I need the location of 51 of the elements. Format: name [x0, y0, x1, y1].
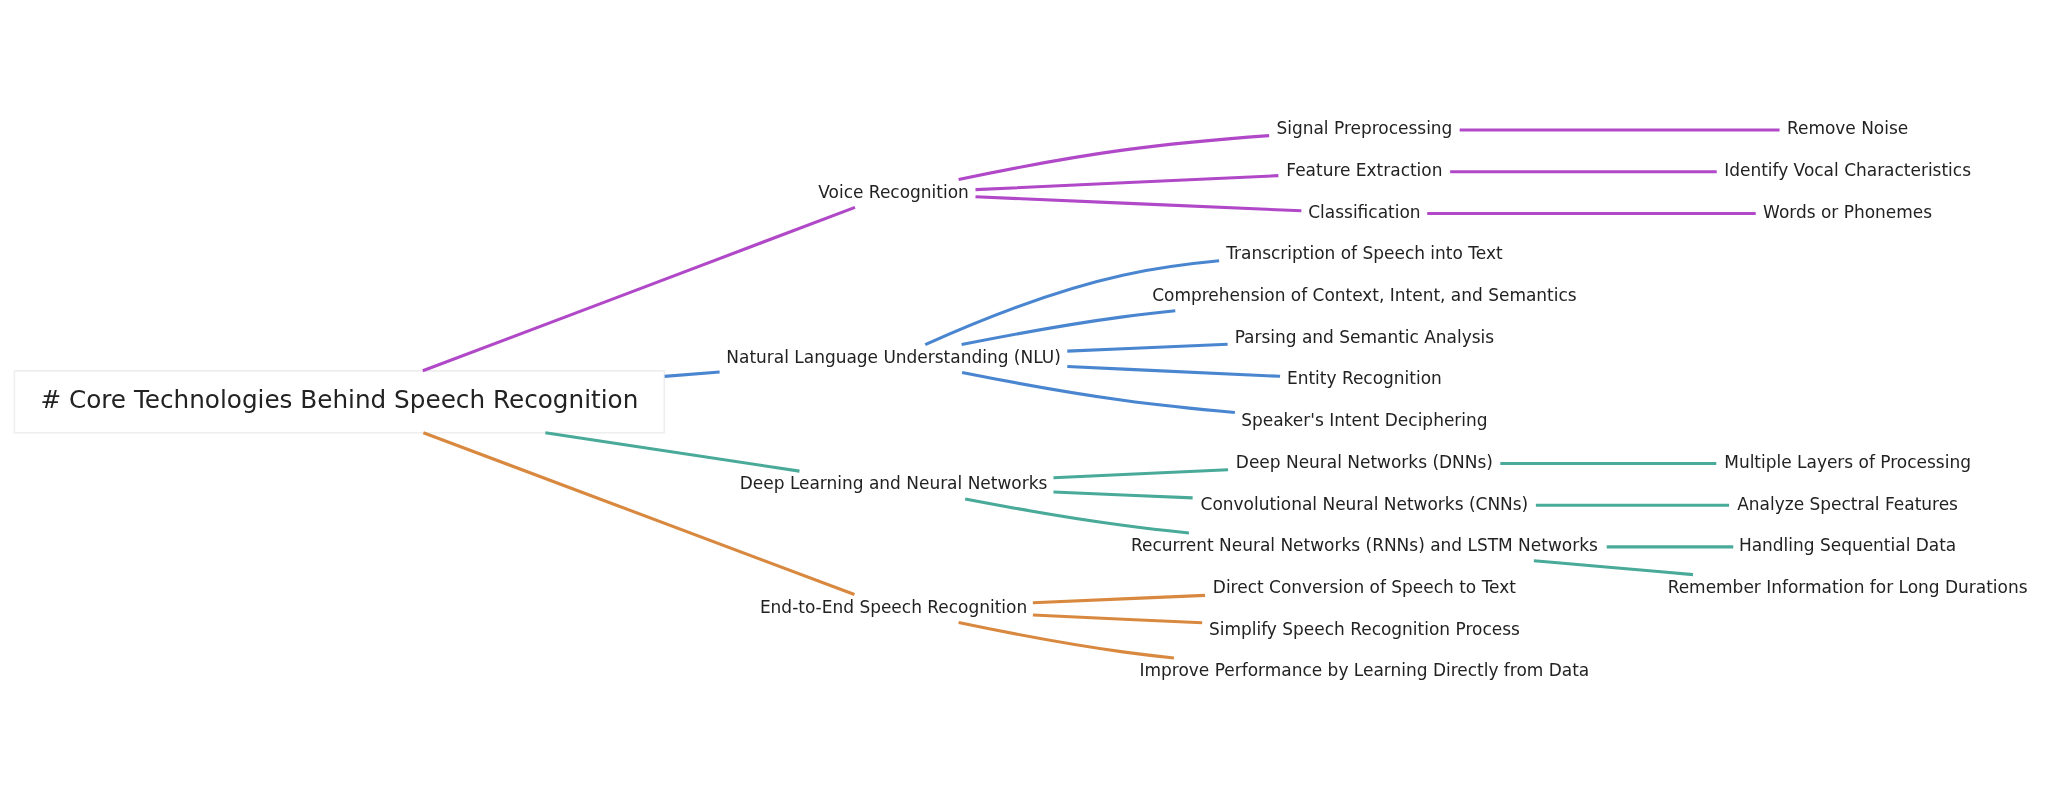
node-box: # Core Technologies Behind Speech Recognition [13, 370, 666, 434]
connector [961, 370, 1236, 415]
node-text: Feature Extraction [1286, 160, 1443, 181]
connector [1032, 593, 1206, 605]
connector [664, 370, 720, 378]
node-text: Comprehension of Context, Intent, and Semantics [1152, 285, 1577, 306]
node-text: Words or Phonemes [1763, 201, 1933, 222]
connector [1459, 128, 1780, 132]
node-text: Transcription of Speech into Text [1226, 243, 1503, 264]
node-text: Deep Learning and Neural Networks [739, 473, 1048, 494]
connector [1533, 559, 1694, 577]
node-text: Deep Neural Networks (DNNs) [1235, 451, 1493, 472]
node-text: Handling Sequential Data [1738, 535, 1957, 556]
node-text: Analyze Spectral Features [1737, 493, 1958, 514]
node-text: Remove Noise [1786, 118, 1909, 139]
node-text: Speaker's Intent Deciphering [1241, 410, 1488, 431]
node-text: Voice Recognition [818, 181, 969, 202]
node-text: End-to-End Speech Recognition [759, 596, 1028, 617]
connector [975, 174, 1279, 192]
connector [961, 309, 1176, 347]
connector [1067, 364, 1281, 378]
node-text: Classification [1308, 201, 1421, 222]
node-text: Parsing and Semantic Analysis [1234, 326, 1495, 347]
connector [545, 431, 800, 473]
connector [1500, 461, 1717, 466]
connector [422, 205, 856, 373]
connector [1067, 342, 1228, 353]
connector [975, 195, 1302, 213]
connector [1053, 490, 1193, 500]
node-text: Direct Conversion of Speech to Text [1212, 576, 1516, 597]
connector [422, 431, 855, 596]
connector [1450, 170, 1717, 174]
connector [1606, 545, 1734, 549]
node-text: Entity Recognition [1286, 368, 1442, 389]
connector [1032, 613, 1203, 625]
node-text: Signal Preprocessing [1276, 118, 1453, 139]
node-text: Improve Performance by Learning Directly from Data [1139, 660, 1590, 681]
node-text: Natural Language Understanding (NLU) [726, 346, 1061, 367]
node-text: Recurrent Neural Networks (RNNs) and LSTM Networks [1130, 535, 1598, 556]
node-text: Convolutional Neural Networks (CNNs) [1200, 493, 1529, 514]
connector [964, 497, 1190, 535]
connector [958, 134, 1270, 181]
connector [958, 621, 1175, 660]
connector [924, 259, 1220, 346]
connector [1053, 468, 1229, 480]
connector [1427, 211, 1756, 215]
node-text: Simplify Speech Recognition Process [1208, 618, 1520, 639]
connector [1535, 503, 1730, 507]
node-text: Multiple Layers of Processing [1724, 451, 1971, 472]
node-text: Identify Vocal Characteristics [1724, 160, 1972, 181]
node-text: Remember Information for Long Durations [1667, 576, 2028, 597]
